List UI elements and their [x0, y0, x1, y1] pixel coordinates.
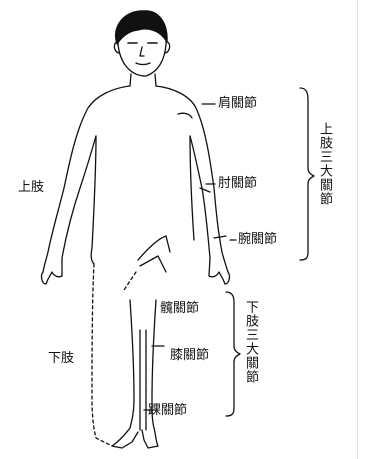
label-upper-limb-three-joints: 上肢三大關節 — [318, 122, 331, 206]
label-wrist-joint: 腕關節 — [238, 233, 277, 246]
label-hip-joint: 髖關節 — [160, 302, 199, 315]
left-leg — [112, 300, 138, 448]
torso-left-side — [91, 136, 96, 264]
label-elbow-joint: 肘關節 — [218, 177, 257, 190]
page-edge-line — [357, 0, 358, 459]
label-lower-limb-three-joints: 下肢三大關節 — [244, 300, 257, 384]
right-arm-inner — [190, 136, 210, 258]
label-knee-joint: 膝關節 — [170, 349, 209, 362]
upper-group-brace — [300, 88, 314, 260]
lower-limb-dashed-outline — [92, 264, 136, 446]
lower-group-brace — [226, 292, 240, 416]
label-ankle-joint: 踝關節 — [148, 404, 187, 417]
right-hand — [209, 258, 229, 284]
left-arm-inner — [62, 136, 96, 258]
hip-outline — [138, 236, 170, 260]
hip-joint-mark — [140, 256, 166, 272]
head — [114, 11, 169, 76]
label-upper-limb: 上肢 — [18, 181, 44, 194]
label-lower-limb: 下肢 — [48, 352, 74, 365]
shoulder-joint-mark — [178, 113, 192, 118]
left-hand — [42, 258, 62, 284]
elbow-joint-mark — [200, 188, 210, 192]
right-leg — [142, 300, 158, 448]
label-shoulder-joint: 肩關節 — [218, 97, 257, 110]
